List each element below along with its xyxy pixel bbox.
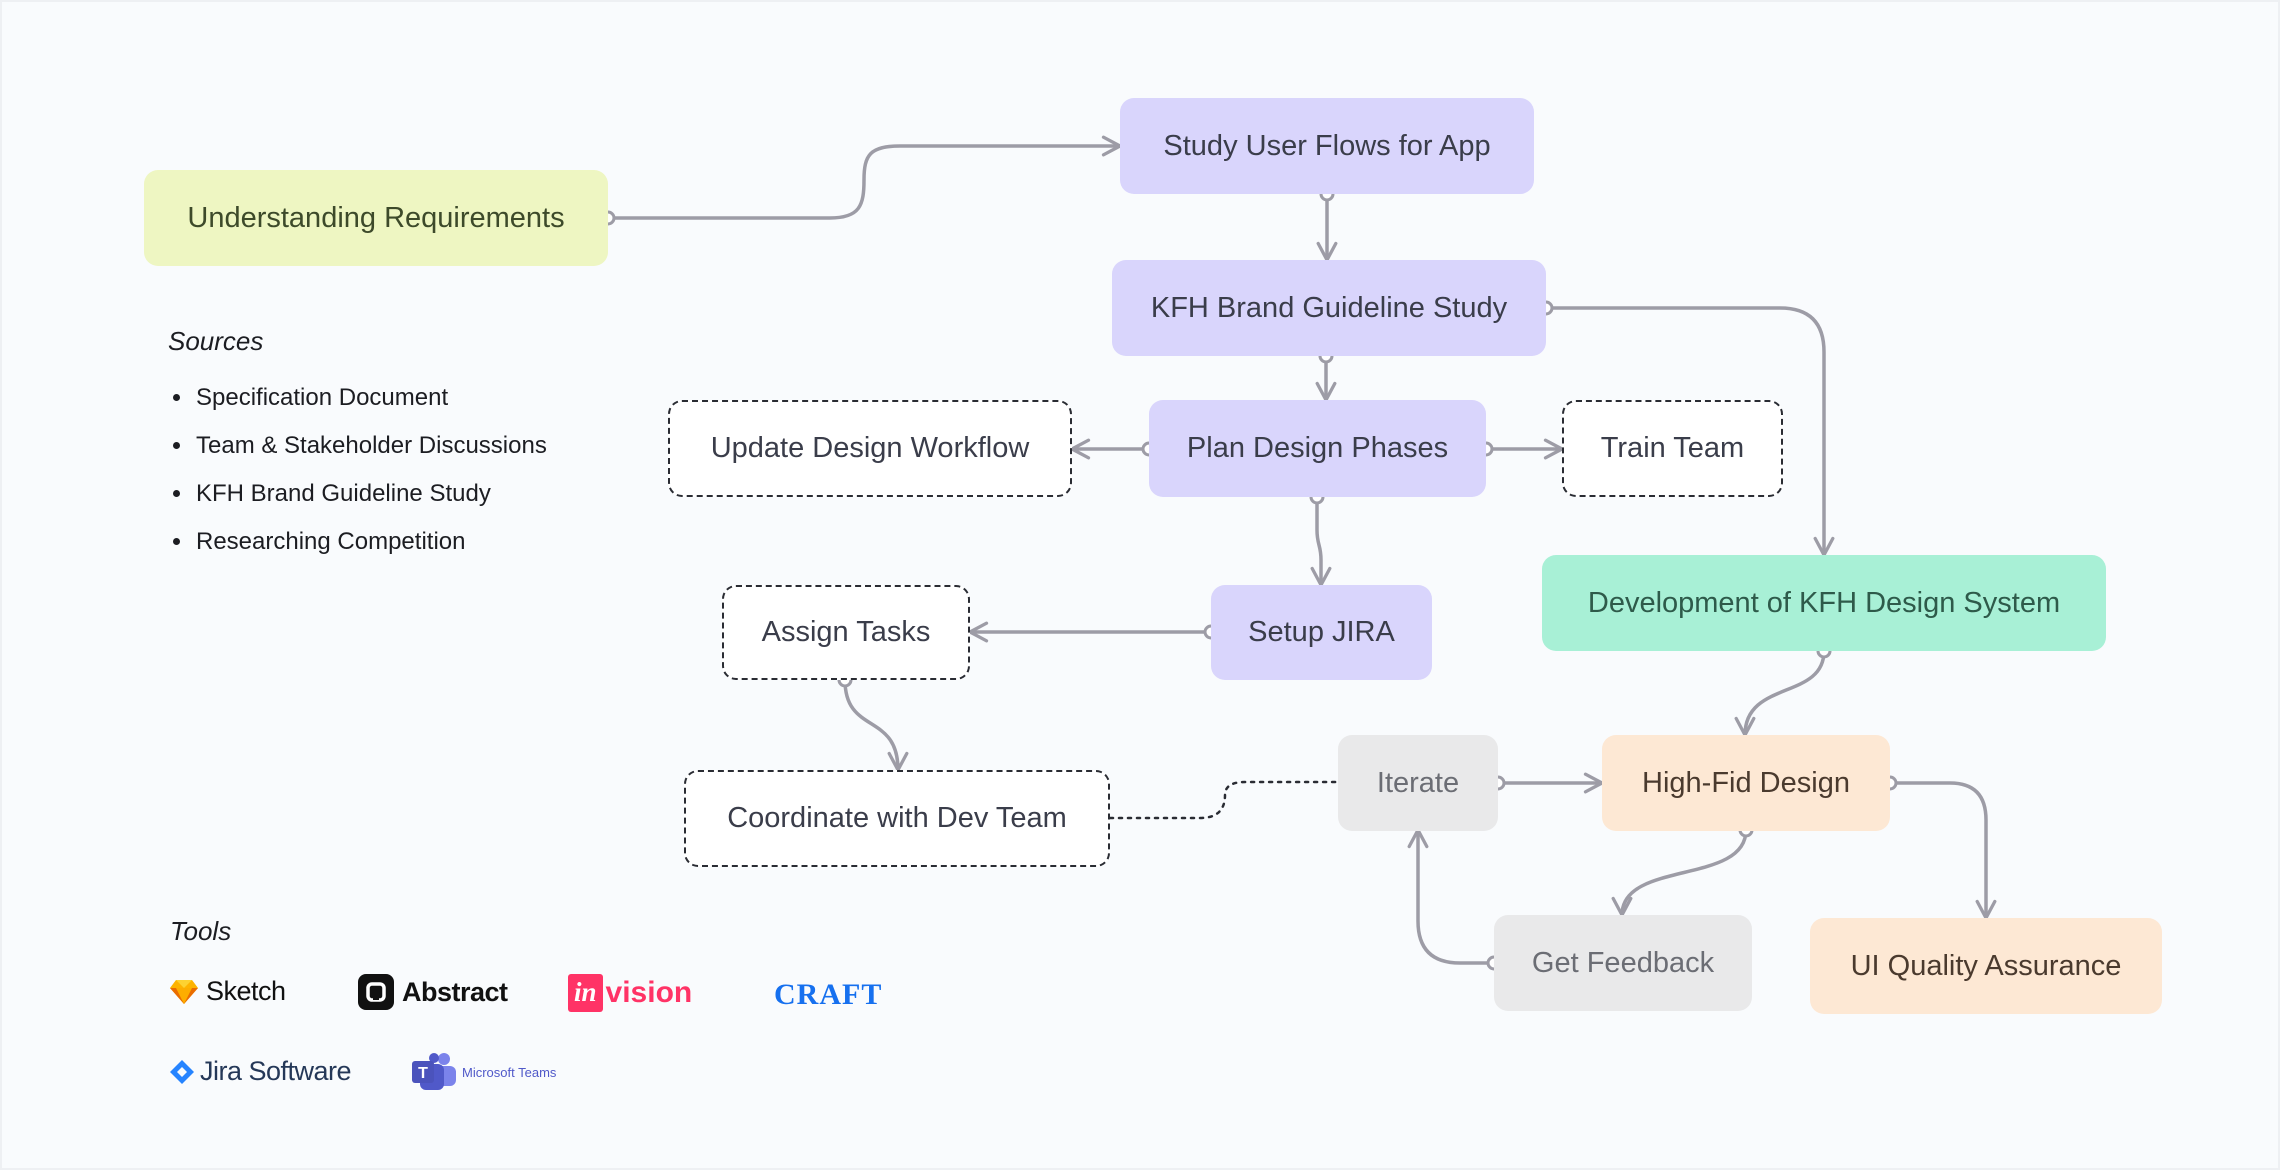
tool-abstract: Abstract — [358, 974, 508, 1010]
invision-icon: in — [568, 974, 603, 1012]
sources-list: Specification Document Team & Stakeholde… — [168, 378, 547, 570]
node-label: Development of KFH Design System — [1587, 586, 2061, 619]
edge-highfid-to-feedback — [1611, 828, 1748, 917]
node-label: Update Design Workflow — [710, 432, 1030, 464]
node-understanding-requirements[interactable]: Understanding Requirements — [144, 170, 608, 266]
node-label: Get Feedback — [1531, 946, 1715, 979]
edge-plan-to-jira — [1310, 495, 1332, 587]
jira-icon — [170, 1059, 194, 1084]
tool-label: Jira Software — [200, 1056, 352, 1086]
edge-brand-to-design-system — [1544, 306, 1835, 557]
tool-label: vision — [605, 976, 693, 1009]
tool-microsoft-teams: T Microsoft Teams — [412, 1052, 556, 1092]
node-label: Setup JIRA — [1248, 616, 1395, 648]
node-train-team[interactable]: Train Team — [1562, 400, 1783, 497]
node-ui-quality-assurance[interactable]: UI Quality Assurance — [1810, 918, 2162, 1014]
sketch-icon — [170, 979, 198, 1004]
node-label: Train Team — [1600, 432, 1745, 464]
list-item: Researching Competition — [194, 522, 547, 570]
node-label: Iterate — [1376, 766, 1460, 799]
tools-title: Tools — [170, 916, 232, 946]
node-setup-jira[interactable]: Setup JIRA — [1211, 585, 1432, 680]
abstract-icon — [358, 974, 394, 1010]
node-label: Plan Design Phases — [1186, 432, 1449, 464]
node-get-feedback[interactable]: Get Feedback — [1494, 915, 1752, 1011]
edge-highfid-to-uiqa — [1888, 781, 1997, 920]
edge-feedback-to-iterate — [1407, 828, 1496, 965]
tool-invision: in vision — [568, 974, 692, 1012]
node-plan-design-phases[interactable]: Plan Design Phases — [1149, 400, 1486, 497]
node-update-design-workflow[interactable]: Update Design Workflow — [668, 400, 1072, 497]
list-item: Team & Stakeholder Discussions — [194, 426, 547, 474]
node-brand-guideline-study[interactable]: KFH Brand Guideline Study — [1112, 260, 1546, 356]
tool-label: Microsoft Teams — [462, 1064, 557, 1080]
tool-craft: CRAFT — [774, 978, 882, 1012]
node-label: UI Quality Assurance — [1850, 949, 2122, 982]
craft-logo: CRAFT — [774, 978, 883, 1011]
edge-assign-to-coordinate — [843, 678, 909, 772]
node-label: High-Fid Design — [1642, 766, 1850, 799]
svg-text:T: T — [418, 1065, 428, 1082]
sources-title: Sources — [168, 326, 264, 356]
node-label: Assign Tasks — [761, 616, 931, 648]
node-assign-tasks[interactable]: Assign Tasks — [722, 585, 970, 680]
edge-design-system-to-highfid — [1734, 649, 1826, 737]
teams-icon: T — [412, 1053, 456, 1090]
tool-sketch: Sketch — [170, 976, 286, 1007]
node-iterate[interactable]: Iterate — [1338, 735, 1498, 831]
node-study-user-flows[interactable]: Study User Flows for App — [1120, 98, 1534, 194]
node-coordinate-dev-team[interactable]: Coordinate with Dev Team — [684, 770, 1110, 867]
tool-label: Abstract — [402, 976, 508, 1007]
tool-jira: Jira Software — [170, 1056, 352, 1087]
node-label: Study User Flows for App — [1163, 129, 1491, 162]
node-kfh-design-system[interactable]: Development of KFH Design System — [1542, 555, 2106, 651]
list-item: Specification Document — [194, 378, 547, 426]
node-label: Understanding Requirements — [187, 201, 565, 234]
edge-coordinate-iterate-dotted — [1108, 780, 1340, 820]
tool-label: Sketch — [206, 976, 286, 1006]
list-item: KFH Brand Guideline Study — [194, 474, 547, 522]
node-high-fid-design[interactable]: High-Fid Design — [1602, 735, 1890, 831]
node-label: Coordinate with Dev Team — [727, 802, 1067, 834]
edge-understanding-to-flows — [606, 135, 1122, 220]
node-label: KFH Brand Guideline Study — [1150, 291, 1508, 324]
